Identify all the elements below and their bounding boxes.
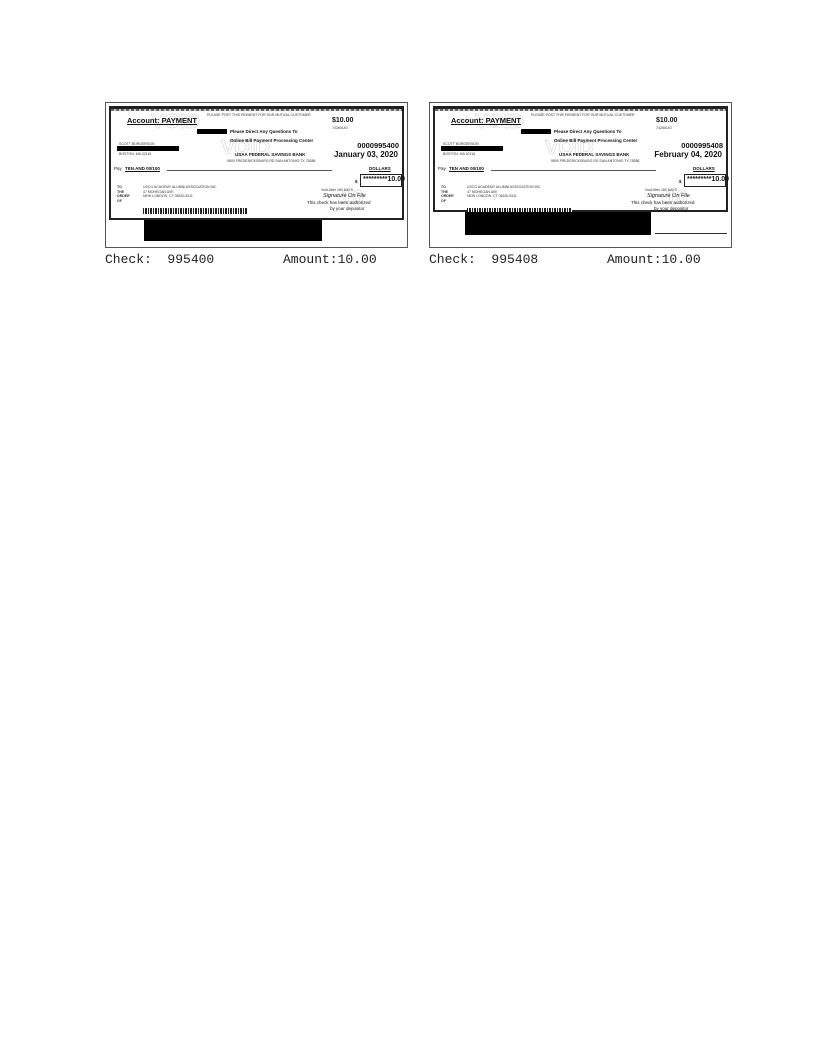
void-watermark: VOID (151, 111, 200, 134)
check-number: 0000995400 (357, 141, 399, 150)
by-depositor: by your depositor (654, 206, 689, 211)
void-watermark: VOID (475, 111, 524, 134)
routing-fraction: 74260140 (332, 126, 348, 130)
authorized-text: This check has been authorized (631, 200, 695, 205)
order-label: TO (117, 185, 122, 189)
payer-name: SCOTT BORGERSON (119, 142, 155, 146)
pay-line (491, 170, 656, 171)
endorsement-line (655, 233, 727, 234)
security-strip (111, 109, 402, 111)
written-amount: TEN AND 00/100 (449, 166, 484, 171)
caption-check-label: Check: (429, 252, 476, 267)
check-image: VOID VOID 10 PLEASE POST THIS PAYMENT FO… (105, 102, 408, 248)
payee-line: USCG ACADEMY ALUMNI ASSOCIATION INC (143, 185, 217, 189)
to-the-order-of: TO THE ORDER OF (441, 185, 454, 203)
redaction (197, 129, 227, 134)
post-notice: PLEASE POST THIS PAYMENT FOR OUR MUTUAL … (207, 113, 311, 117)
check-body: VOID VOID 10 PLEASE POST THIS PAYMENT FO… (109, 106, 405, 220)
order-label: THE (117, 189, 124, 194)
post-notice: PLEASE POST THIS PAYMENT FOR OUR MUTUAL … (531, 113, 635, 117)
redaction (117, 146, 179, 151)
payee-line: NEW LONDON, CT 06320-8111 (143, 194, 193, 198)
authorized-text: This check has been authorized (307, 200, 371, 205)
written-amount: TEN AND 00/100 (125, 166, 160, 171)
signature: Signature On File (323, 193, 366, 199)
void-after: Void After 180 DAYS (645, 188, 678, 192)
void-watermark: VOID (545, 137, 594, 160)
check-body: VOID VOID 10 PLEASE POST THIS PAYMENT FO… (433, 106, 729, 214)
questions-text: Please Direct Any Questions To (230, 129, 298, 134)
numeric-amount: *********10.00 (360, 174, 405, 187)
check-date: January 03, 2020 (333, 150, 398, 159)
to-the-order-of: TO THE ORDER OF (117, 185, 130, 203)
pay-line (167, 170, 332, 171)
pay-label: Pay (438, 166, 446, 171)
void-watermark: VOID (221, 137, 270, 160)
caption-amount: Amount:10.00 (283, 252, 377, 267)
void-after: Void After 180 DAYS (321, 188, 354, 192)
barcode (143, 208, 248, 214)
order-label: ORDER (441, 194, 454, 198)
payee-line: 47 MOHEGAN AVE (467, 189, 498, 194)
bank-name: USAA FEDERAL SAVINGS BANK (235, 152, 306, 157)
bank-address: 9800 FREDERICKSBURG RD SAN ANTONIO TX 78… (551, 159, 640, 163)
check-image: VOID VOID 10 PLEASE POST THIS PAYMENT FO… (429, 102, 732, 248)
order-label: OF (441, 198, 446, 203)
order-label: THE (441, 189, 448, 194)
payer-city: BOSTON, MA 02116 (119, 152, 152, 156)
payee-line: USCG ACADEMY ALUMNI ASSOCIATION INC (467, 185, 541, 189)
bank-address: 9800 FREDERICKSBURG RD SAN ANTONIO TX 78… (227, 159, 316, 163)
redaction (144, 220, 322, 241)
dollars-label: DOLLARS (369, 166, 391, 171)
check-caption: Check: 995408 Amount:10.00 (429, 252, 701, 267)
security-strip (435, 109, 726, 111)
caption-check-number: 995400 (167, 252, 215, 267)
processing-center: Online Bill Payment Processing Center (554, 138, 638, 143)
dollars-label: DOLLARS (693, 166, 715, 171)
dollar-sign: $ (679, 179, 682, 184)
redaction (465, 212, 651, 235)
questions-text: Please Direct Any Questions To (554, 129, 622, 134)
check-number: 0000995408 (681, 141, 723, 150)
caption-amount: Amount:10.00 (607, 252, 701, 267)
dollar-sign: $ (355, 179, 358, 184)
redaction (521, 129, 551, 134)
void-watermark: 10 (341, 187, 364, 210)
check-caption: Check: 995400 Amount:10.00 (105, 252, 377, 267)
payee-line: NEW LONDON, CT 06320-8111 (467, 194, 517, 198)
redaction (441, 146, 503, 151)
payer-name: SCOTT BORGERSON (443, 142, 479, 146)
order-label: TO (441, 185, 446, 189)
caption-check-label: Check: (105, 252, 152, 267)
by-depositor: by your depositor (330, 206, 365, 211)
routing-fraction: 74260140 (656, 126, 672, 130)
order-label: OF (117, 198, 122, 203)
amount-top: $10.00 (656, 117, 678, 124)
amount-top: $10.00 (332, 117, 354, 124)
void-watermark: 10 (665, 187, 688, 210)
payee-address: USCG ACADEMY ALUMNI ASSOCIATION INC 47 M… (467, 185, 541, 199)
check-date: February 04, 2020 (654, 150, 722, 159)
pay-label: Pay (114, 166, 122, 171)
processing-center: Online Bill Payment Processing Center (230, 138, 314, 143)
account-label: Account: PAYMENT (451, 116, 522, 125)
numeric-amount: *********10.00 (684, 174, 729, 187)
payee-address: USCG ACADEMY ALUMNI ASSOCIATION INC 47 M… (143, 185, 217, 199)
signature: Signature On File (647, 193, 690, 199)
payee-line: 47 MOHEGAN AVE (143, 189, 174, 194)
barcode (467, 208, 572, 214)
payer-city: BOSTON, MA 02116 (443, 152, 476, 156)
bank-name: USAA FEDERAL SAVINGS BANK (559, 152, 630, 157)
caption-check-number: 995408 (491, 252, 539, 267)
order-label: ORDER (117, 194, 130, 198)
account-label: Account: PAYMENT (127, 116, 198, 125)
